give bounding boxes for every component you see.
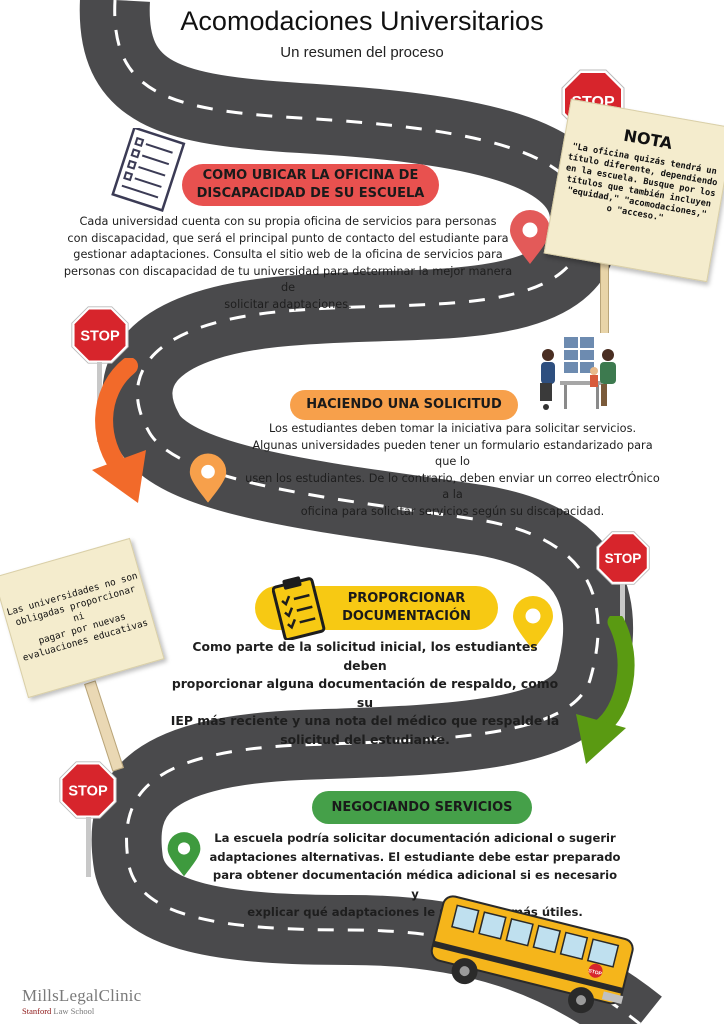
step-1-title-line: DISCAPACIDAD DE SU ESCUELA (196, 186, 425, 201)
step-1-body-line: personas con discapacidad de tu universi… (63, 264, 513, 295)
checklist-paper-icon (111, 128, 186, 212)
stop-sign-pole (86, 817, 91, 877)
stop-sign-4: STOP (59, 761, 117, 819)
stop-sign-label: STOP (68, 783, 108, 799)
stop-sign-label: STOP (605, 551, 642, 566)
logo-sub-text: Stanford Law School (22, 1006, 141, 1016)
school-bus-illustration: STOP (430, 895, 634, 1014)
step-1-title: COMO UBICAR LA OFICINA DE DISCAPACIDAD D… (182, 164, 439, 206)
step-2-body: Los estudiantes deben tomar la iniciativ… (240, 421, 665, 520)
step-4-body-line: adaptaciones alternativas. El estudiante… (209, 849, 621, 864)
step-1-body: Cada universidad cuenta con su propia of… (60, 214, 516, 313)
yellow-location-pin-icon (513, 596, 553, 650)
mills-legal-clinic-logo: MillsLegalClinic Stanford Law School (22, 986, 141, 1016)
logo-stanford: Stanford (22, 1006, 52, 1016)
step-2-body-line: Algunas universidades pueden tener un fo… (252, 438, 653, 469)
orange-location-pin-icon (189, 453, 227, 503)
step-3-body-line: proporcionar alguna documentación de res… (171, 676, 559, 710)
stop-sign-3: STOP (596, 531, 650, 585)
step-2-body-line: oficina para solicitar servicios según s… (300, 504, 605, 518)
step-1-body-line: solicitar adaptaciones. (224, 297, 352, 311)
note-card: NOTA "La oficina quizás tendrá un título… (543, 98, 724, 283)
step-3-title-line: PROPORCIONAR (347, 591, 466, 606)
step-4-body: La escuela podría solicitar documentació… (208, 829, 622, 922)
step-3-body: Como parte de la solicitud inicial, los … (170, 638, 560, 749)
stop-sign-pole (620, 584, 625, 624)
step-4-title: NEGOCIANDO SERVICIOS (312, 791, 532, 824)
stop-sign-2: STOP (71, 306, 129, 364)
step-2-title: HACIENDO UNA SOLICITUD (290, 390, 518, 420)
step-3-body-line: IEP más reciente y una nota del médico q… (170, 713, 560, 728)
office-meeting-illustration (534, 333, 624, 413)
stop-sign-label: STOP (80, 328, 120, 344)
logo-law-school: Law School (51, 1006, 95, 1016)
step-3-body-line: solicitud del estudiante. (280, 731, 450, 747)
page-title: Acomodaciones Universitarios (180, 6, 544, 36)
step-1-body-line: con discapacidad, que será el principal … (67, 231, 509, 245)
green-location-pin-icon (167, 832, 201, 877)
step-3-body-line: Como parte de la solicitud inicial, los … (192, 639, 538, 673)
step-4-body-line: La escuela podría solicitar documentació… (214, 831, 616, 845)
step-1-body-line: gestionar adaptaciones. Consulta el siti… (73, 248, 503, 261)
red-location-pin-icon (510, 210, 550, 264)
road-center-line (113, 0, 641, 1024)
step-1-body-line: Cada universidad cuenta con su propia of… (79, 215, 497, 228)
step-2-body-line: usen los estudiantes. De lo contrario, d… (245, 471, 660, 502)
logo-main-text: MillsLegalClinic (22, 986, 142, 1005)
step-4-body-line: para obtener documentación médica adicio… (212, 868, 618, 901)
orange-curved-arrow-icon (92, 358, 146, 503)
page-subtitle: Un resumen del proceso (280, 44, 444, 61)
green-curved-arrow-icon (576, 616, 635, 764)
bus-stop-sign-label: STOP (588, 968, 603, 977)
step-3-title-line: DOCUMENTACIÓN (342, 609, 471, 624)
step-1-title-line: COMO UBICAR LA OFICINA DE (202, 168, 419, 183)
clipboard-checklist-icon (272, 576, 326, 640)
side-sign-text: Las universidades no son obligadas propo… (3, 570, 154, 666)
step-2-body-line: Los estudiantes deben tomar la iniciativ… (268, 422, 637, 435)
